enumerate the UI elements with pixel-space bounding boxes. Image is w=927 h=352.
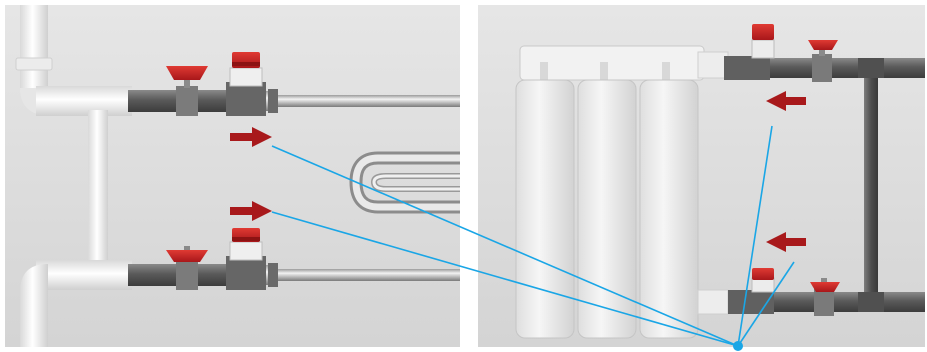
- radiator-section: [640, 80, 698, 338]
- panel-divider: [460, 0, 478, 352]
- left-panel-towel-dryer: [5, 5, 460, 347]
- thermostatic-valve-icon: [226, 228, 266, 290]
- thermostatic-valve-icon: [226, 52, 266, 116]
- leader-convergence-dot: [733, 341, 743, 351]
- radiator: [516, 46, 728, 338]
- right-panel-radiator: [478, 5, 925, 347]
- radiator-section: [516, 80, 574, 338]
